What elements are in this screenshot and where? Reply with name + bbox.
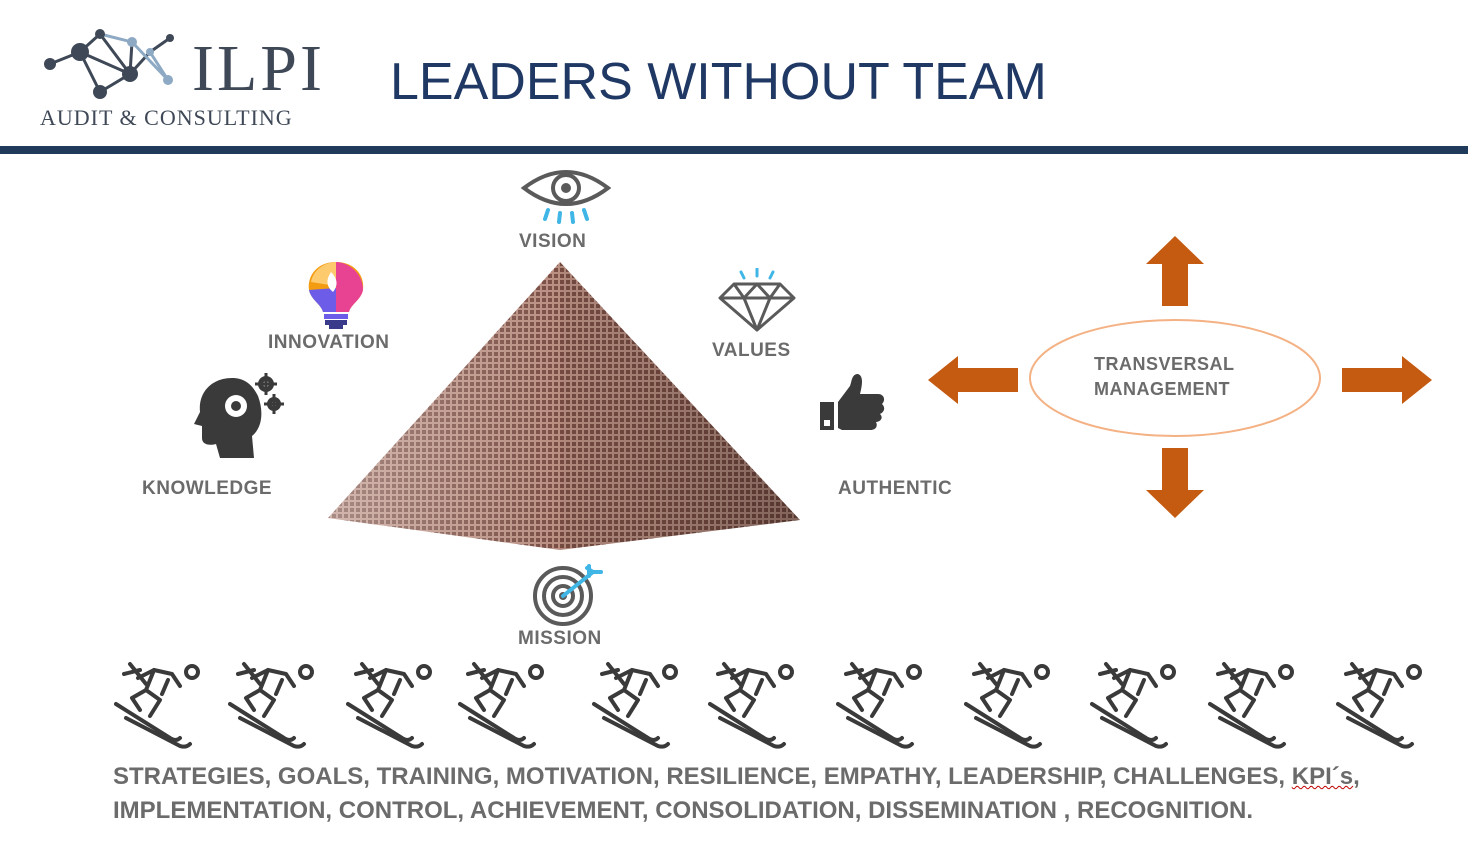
page-title: LEADERS WITHOUT TEAM (390, 53, 1047, 111)
logo-subtitle: AUDIT & CONSULTING (40, 105, 293, 130)
skier-icon (458, 662, 544, 749)
skier-icon (228, 662, 314, 749)
transversal-management-text: TRANSVERSAL MANAGEMENT (1094, 352, 1235, 402)
pyramid-graphic (328, 262, 800, 550)
footer-line-1-text: STRATEGIES, GOALS, TRAINING, MOTIVATION,… (113, 763, 1292, 790)
knowledge-label: KNOWLEDGE (142, 478, 273, 499)
header-divider (0, 146, 1468, 154)
authentic-label: AUTHENTIC (838, 478, 953, 499)
footer-line-1: STRATEGIES, GOALS, TRAINING, MOTIVATION,… (113, 760, 1443, 794)
skier-icon (1208, 662, 1294, 749)
skier-icon (114, 662, 200, 749)
footer-line-2: IMPLEMENTATION, CONTROL, ACHIEVEMENT, CO… (113, 797, 1253, 824)
skier-icon (836, 662, 922, 749)
skier-icon (1336, 662, 1422, 749)
values-label: VALUES (712, 340, 791, 361)
skier-icon (592, 662, 678, 749)
team-skiers-row (110, 660, 1440, 750)
transversal-ellipse (1029, 319, 1321, 437)
transversal-line2: MANAGEMENT (1094, 379, 1230, 399)
skier-icon (1090, 662, 1176, 749)
eye-icon (520, 170, 612, 224)
thumbs-up-icon (820, 374, 885, 430)
logo-wordmark: ILPI (192, 32, 325, 105)
footer-kpi-text: KPI´s (1291, 763, 1354, 790)
diamond-icon (718, 268, 796, 332)
footer-line-1-end: , (1353, 763, 1360, 790)
mission-label: MISSION (518, 628, 602, 649)
network-logo-icon (44, 29, 174, 99)
target-icon (533, 564, 603, 626)
head-gears-icon (194, 373, 284, 458)
footer-keywords: STRATEGIES, GOALS, TRAINING, MOTIVATION,… (113, 760, 1443, 828)
arrow-down-icon (1146, 448, 1204, 518)
arrow-right-icon (1342, 356, 1432, 404)
arrow-up-icon (1146, 236, 1204, 306)
transversal-line1: TRANSVERSAL (1094, 354, 1235, 374)
arrow-left-icon (928, 356, 1018, 404)
skier-icon (346, 662, 432, 749)
vision-label: VISION (519, 231, 587, 252)
innovation-label: INNOVATION (268, 332, 390, 353)
skier-icon (964, 662, 1050, 749)
company-logo: ILPI AUDIT & CONSULTING (40, 22, 330, 132)
lightbulb-icon (308, 262, 364, 329)
skier-icon (708, 662, 794, 749)
